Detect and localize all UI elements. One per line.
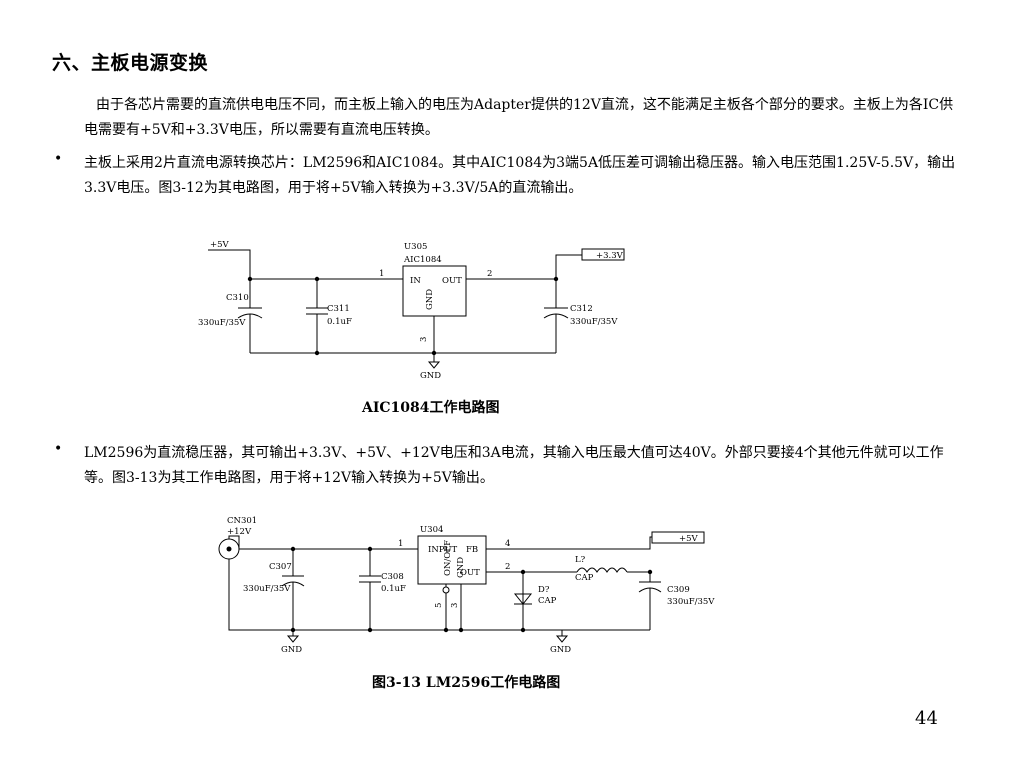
label-pin-input: INPUT <box>428 545 458 555</box>
page-number: 44 <box>915 708 938 729</box>
label-diode-value: CAP <box>538 596 557 606</box>
c310-plate-bottom <box>237 313 263 319</box>
inductor-coil <box>576 567 628 573</box>
label-c311: C311 <box>327 304 350 314</box>
wire-connector-ground <box>228 559 650 631</box>
output-3v3-box <box>581 248 625 261</box>
label-pin-1: 1 <box>398 539 403 549</box>
label-conn-ref: CN301 <box>227 516 257 526</box>
gnd-symbol <box>427 361 441 369</box>
junction-dot <box>520 627 526 633</box>
label-c307-value: 330uF/35V <box>243 584 291 594</box>
label-chip-name: AIC1084 <box>403 255 442 265</box>
lm2596-circuit-diagram: CN301 +12V U304 INPUT FB ON/OFF GND OUT … <box>218 516 715 655</box>
bullet-item-aic1084: 主板上采用2片直流电源转换芯片：LM2596和AIC1084。其中AIC1084… <box>84 155 956 196</box>
label-pin-onoff: ON/OFF <box>443 540 453 576</box>
label-c310: C310 <box>226 293 249 303</box>
junction-dot <box>367 627 373 633</box>
c312-plate-bottom <box>543 313 569 319</box>
label-pin-4: 4 <box>505 539 510 549</box>
bullet-marker: • <box>54 151 63 167</box>
label-chip-ref: U305 <box>404 242 427 252</box>
wire-top-left <box>208 249 403 280</box>
label-input-5v: +5V <box>210 240 230 250</box>
junction-dot <box>247 276 253 282</box>
label-gnd: GND <box>420 371 441 381</box>
junction-dot <box>314 276 320 282</box>
label-pin-fb: FB <box>466 545 478 555</box>
figure-caption-aic1084: AIC1084工作电路图 <box>362 400 500 416</box>
label-output-5v: +5V <box>679 534 699 544</box>
lm2596-chip-body <box>417 535 487 585</box>
bullet-marker: • <box>54 441 63 457</box>
label-gnd-right: GND <box>550 645 571 655</box>
wire-c309-top <box>627 571 651 630</box>
junction-dot <box>290 546 296 552</box>
wire-out-inductor <box>486 571 524 630</box>
label-c308: C308 <box>381 572 404 582</box>
junction-dot <box>367 546 373 552</box>
wire-input-top <box>228 535 418 550</box>
junction-dot <box>458 627 464 633</box>
label-c307: C307 <box>269 562 292 572</box>
c309-plate-bottom <box>638 587 662 593</box>
intro-paragraph: 由于各芯片需要的直流供电电压不同，而主板上输入的电压为Adapter提供的12V… <box>84 97 954 138</box>
label-diode-ref: D? <box>538 585 550 595</box>
label-c308-value: 0.1uF <box>381 584 406 594</box>
label-pin-5: 5 <box>434 603 444 608</box>
cn301-connector-pin <box>226 546 232 552</box>
label-pin-out: OUT <box>460 568 480 578</box>
label-pin-3: 3 <box>419 337 429 342</box>
wire-top-right <box>466 254 582 280</box>
label-pin-2: 2 <box>505 562 510 572</box>
junction-dot <box>553 276 559 282</box>
junction-dot <box>520 569 526 575</box>
junction-dot <box>443 627 449 633</box>
label-c311-value: 0.1uF <box>327 317 352 327</box>
wire-fb-output <box>486 536 652 550</box>
label-pin-2: 2 <box>487 269 492 279</box>
label-inductor-value: CAP <box>575 573 594 583</box>
onoff-pin-circle <box>442 586 450 594</box>
label-c312: C312 <box>570 304 593 314</box>
label-gnd-left: GND <box>281 645 302 655</box>
label-pin-out: OUT <box>442 276 462 286</box>
gnd-symbol-right <box>555 630 569 643</box>
label-inductor-ref: L? <box>575 555 586 565</box>
label-pin-1: 1 <box>379 269 384 279</box>
label-c312-value: 330uF/35V <box>570 317 618 327</box>
label-pin-gnd: GND <box>456 557 466 578</box>
bullet-item-lm2596: LM2596为直流稳压器，其可输出+3.3V、+5V、+12V电压和3A电流，其… <box>84 445 944 486</box>
c307-plate-bottom <box>281 581 305 587</box>
label-pin-in: IN <box>410 276 421 286</box>
label-c309: C309 <box>667 585 690 595</box>
figure-caption-lm2596: 图3-13 LM2596工作电路图 <box>372 675 561 691</box>
label-c310-value: 330uF/35V <box>198 318 246 328</box>
label-c309-value: 330uF/35V <box>667 597 715 607</box>
label-chip-ref: U304 <box>420 525 443 535</box>
aic1084-circuit-diagram: +5V U305 AIC1084 IN OUT GND 1 2 3 C310 3… <box>198 240 625 381</box>
output-5v-box <box>651 531 705 544</box>
label-input-12v: +12V <box>227 527 252 537</box>
diode-symbol <box>513 593 533 605</box>
junction-dot <box>314 350 320 356</box>
page-heading: 六、主板电源变换 <box>52 52 209 74</box>
junction-dot <box>290 627 296 633</box>
label-pin-3: 3 <box>450 603 460 608</box>
label-output-3v3: +3.3V <box>596 251 624 261</box>
junction-dot <box>647 569 653 575</box>
label-pin-gnd: GND <box>425 289 435 310</box>
